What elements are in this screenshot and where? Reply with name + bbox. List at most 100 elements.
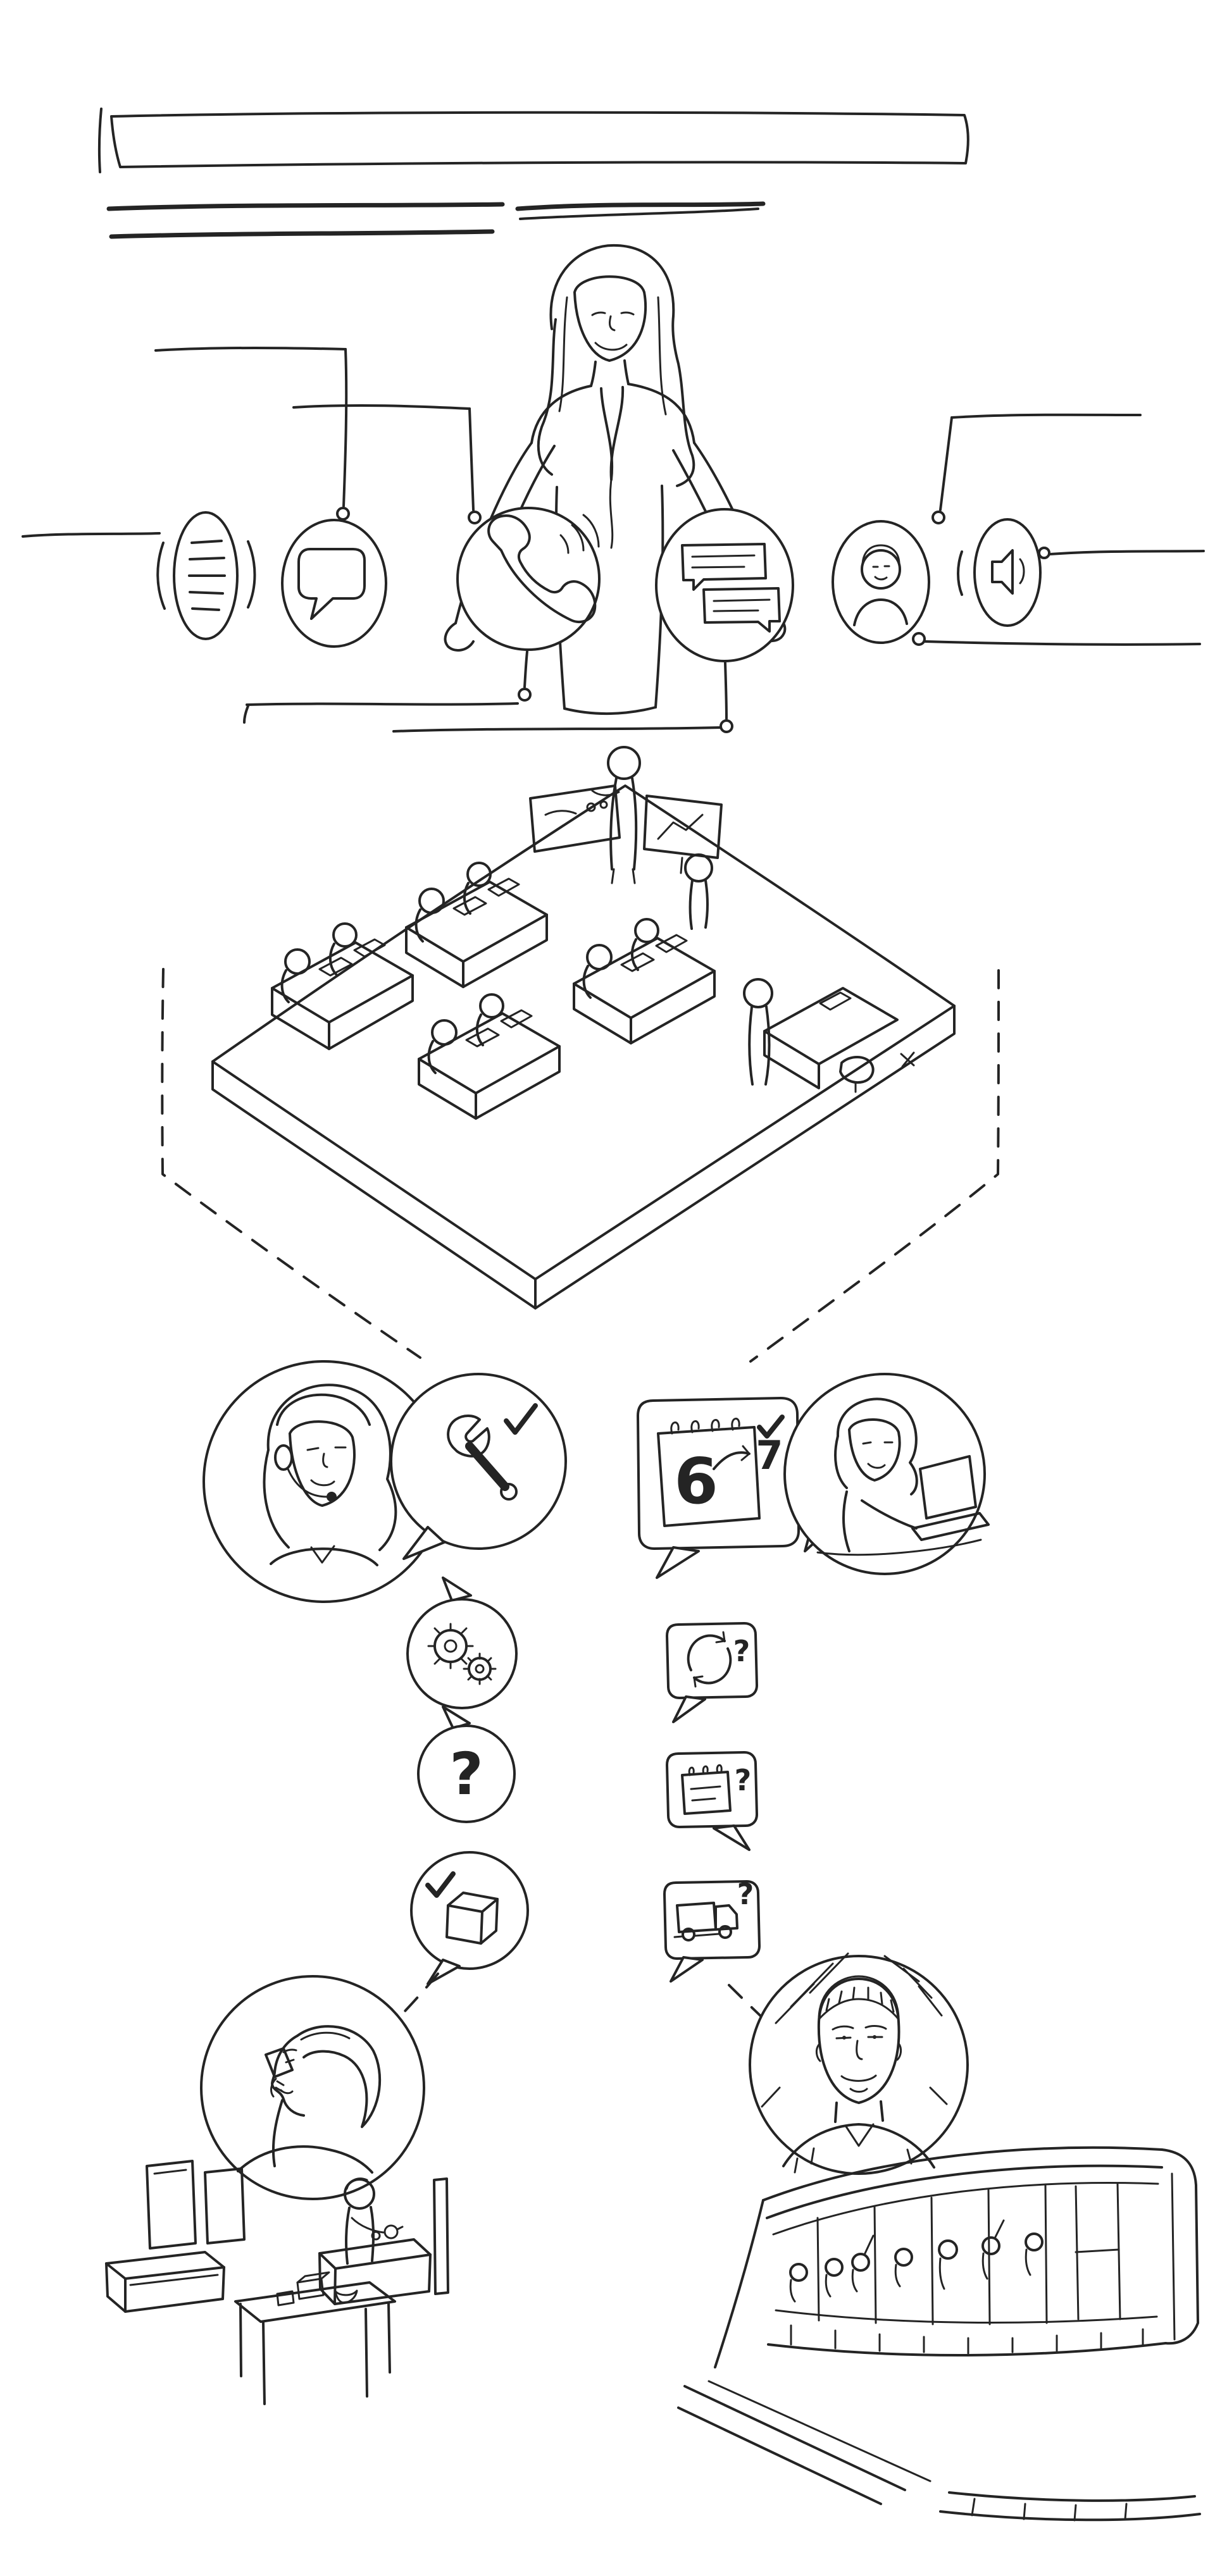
package-bubble bbox=[410, 1851, 529, 1985]
skirt-hatching bbox=[790, 2324, 1144, 2355]
headset-earcup bbox=[274, 1444, 293, 1471]
agent-head bbox=[332, 922, 358, 948]
connector-node-bottom bbox=[912, 632, 926, 646]
bubble-tail bbox=[402, 1526, 446, 1560]
bubble-tail bbox=[713, 1824, 751, 1851]
emphasis-arc-left bbox=[156, 542, 166, 610]
customer-circle-left bbox=[200, 1975, 425, 2200]
calendar-from-day: 6 bbox=[674, 1444, 718, 1518]
callout-line bbox=[22, 532, 161, 538]
office-floor bbox=[161, 746, 1000, 1363]
connector-node-bottom bbox=[518, 688, 532, 702]
funnel-dashed-left bbox=[161, 968, 421, 1359]
screen-2-chart-scribble bbox=[657, 814, 704, 840]
sound-waves-icon bbox=[559, 514, 600, 554]
note-line-right-1 bbox=[515, 201, 766, 211]
customer-portrait bbox=[761, 1952, 948, 2174]
kettle bbox=[383, 2224, 399, 2239]
desk-pod-1 bbox=[271, 922, 414, 1050]
x-mark bbox=[900, 1051, 915, 1068]
right-thread: 6 7 bbox=[637, 1373, 1201, 2522]
phone-circle bbox=[456, 507, 601, 651]
hair bbox=[818, 1975, 900, 2021]
desk-pod-3 bbox=[418, 993, 561, 1120]
eye-left bbox=[591, 311, 606, 316]
question-mark-text: ? bbox=[735, 1763, 752, 1797]
funnel-dashed-right bbox=[749, 969, 1000, 1363]
channel-chat bbox=[154, 347, 387, 648]
platform-top bbox=[211, 784, 956, 1280]
monitor bbox=[318, 957, 353, 977]
manager-desk bbox=[743, 978, 915, 1093]
train-door bbox=[1075, 2183, 1121, 2320]
agent-at-laptop bbox=[816, 1397, 990, 1556]
callout-line-top bbox=[950, 413, 1142, 419]
table-box bbox=[296, 2277, 325, 2300]
window-band-top bbox=[772, 2182, 1159, 2236]
callout-line bbox=[1049, 550, 1205, 555]
tall-unit bbox=[433, 2177, 449, 2295]
screen-1 bbox=[529, 784, 621, 853]
note-line-left-2 bbox=[109, 229, 495, 239]
agent-head bbox=[431, 1019, 458, 1046]
audio-oval bbox=[973, 518, 1042, 627]
calendar-reschedule-icon: 6 7 bbox=[657, 1415, 785, 1527]
monitor bbox=[500, 1009, 533, 1029]
agent-head bbox=[586, 944, 613, 970]
connector-node-top bbox=[932, 511, 945, 524]
connector-node bbox=[1038, 547, 1050, 559]
sideboard bbox=[105, 2251, 225, 2280]
smile bbox=[594, 342, 628, 351]
channel-messages bbox=[392, 508, 794, 733]
hand-poles bbox=[816, 2184, 1048, 2325]
person-avatar-icon bbox=[853, 544, 908, 626]
nose bbox=[608, 315, 616, 331]
title-bar bbox=[110, 111, 969, 168]
table-box bbox=[276, 2290, 295, 2307]
agent-head bbox=[634, 918, 659, 943]
callout-line-top bbox=[292, 404, 471, 410]
customer-on-phone bbox=[237, 2025, 381, 2174]
calendar-to-day: 7 bbox=[756, 1432, 783, 1478]
monitor bbox=[487, 877, 520, 897]
window-band-bottom bbox=[775, 2309, 1158, 2324]
mobile-phone-icon bbox=[265, 2047, 294, 2078]
monitor bbox=[620, 952, 655, 972]
wall-frame bbox=[146, 2160, 197, 2250]
train-bottom bbox=[767, 2342, 1167, 2357]
monitor bbox=[655, 934, 688, 953]
calendar-icon bbox=[681, 1764, 732, 1815]
agent-head bbox=[479, 993, 504, 1019]
check-mark bbox=[425, 1871, 456, 1898]
headset-mic-arm bbox=[287, 1468, 328, 1498]
question-bubble: ? bbox=[417, 1706, 516, 1823]
platform-edge-right bbox=[534, 1005, 956, 1310]
monitor bbox=[353, 938, 386, 958]
desk-pod-2 bbox=[405, 862, 548, 988]
headset-mic bbox=[327, 1492, 337, 1502]
bowl bbox=[334, 2289, 358, 2304]
table bbox=[234, 2281, 396, 2323]
screen-2 bbox=[643, 795, 723, 859]
channel-phone bbox=[243, 404, 601, 724]
background-hatching bbox=[761, 1952, 948, 2108]
channel-person bbox=[832, 413, 1201, 646]
wrench-bubble bbox=[390, 1373, 567, 1560]
agent-head bbox=[284, 948, 311, 975]
laptop-base bbox=[911, 1512, 990, 1541]
monitor bbox=[465, 1027, 500, 1048]
person-oval bbox=[832, 520, 930, 644]
voicemail-lines-icon bbox=[188, 540, 226, 611]
track-lines bbox=[677, 2380, 1201, 2522]
eye-right bbox=[620, 311, 635, 316]
delivery-truck-icon bbox=[673, 1902, 738, 1941]
bubble-tail bbox=[672, 1695, 706, 1723]
calendar-pad bbox=[657, 1426, 761, 1527]
platform-edge-left bbox=[211, 1060, 537, 1310]
train-left-edge bbox=[714, 2199, 764, 2369]
connector-node bbox=[720, 719, 733, 733]
note-line-right-2 bbox=[519, 207, 759, 220]
presentation-screens bbox=[529, 784, 723, 874]
callout-line bbox=[392, 726, 721, 733]
